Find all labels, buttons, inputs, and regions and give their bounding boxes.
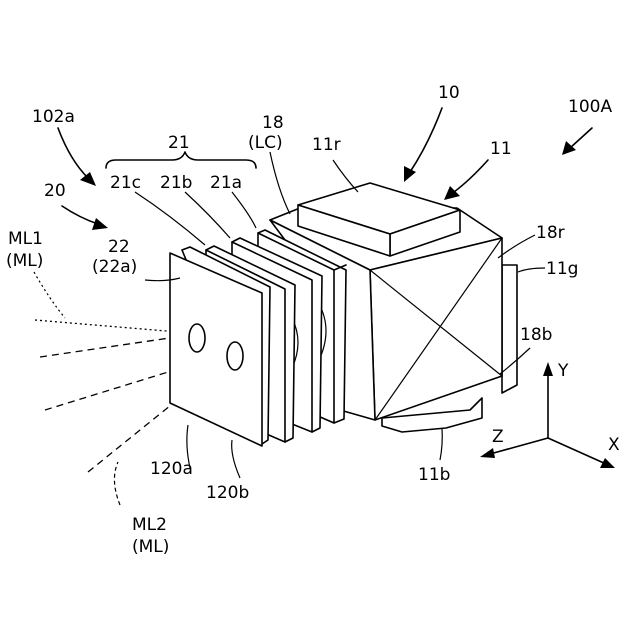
label-18: 18 — [262, 113, 284, 133]
arrowhead-102a — [80, 172, 96, 186]
ray-ml1-a — [35, 320, 190, 333]
label-18b: 18b — [520, 325, 552, 345]
brace-21 — [106, 152, 256, 168]
label-120a: 120a — [150, 459, 193, 479]
label-10: 10 — [438, 83, 460, 103]
arrow-10 — [410, 108, 442, 172]
arrow-100A — [570, 128, 592, 148]
label-100A: 100A — [568, 97, 612, 117]
coordinate-axes — [480, 362, 615, 468]
label-11g: 11g — [546, 259, 578, 279]
label-22a: (22a) — [92, 257, 137, 277]
leader-ml2 — [114, 462, 120, 505]
label-11r: 11r — [312, 135, 341, 155]
leader-120b — [232, 440, 240, 478]
arrowhead-10 — [404, 166, 416, 182]
leader-18r — [498, 235, 535, 258]
arrow-20 — [62, 206, 98, 224]
leader-11b — [440, 428, 442, 460]
arrowhead-100A — [562, 141, 576, 155]
lens-plates-21 — [170, 230, 346, 446]
label-11b: 11b — [418, 465, 450, 485]
label-ml1-paren: (ML) — [6, 251, 43, 271]
arrow-11 — [454, 160, 488, 192]
arrowhead-11 — [444, 186, 460, 200]
leader-11r — [333, 160, 358, 192]
label-axis-x: X — [608, 435, 620, 455]
label-22: 22 — [108, 237, 130, 257]
label-ml2-paren: (ML) — [132, 537, 169, 557]
leader-ml1 — [34, 272, 65, 318]
axis-z-head — [480, 448, 495, 458]
label-axis-y: Y — [557, 361, 569, 381]
label-102a: 102a — [32, 107, 75, 127]
panel-11g — [502, 265, 517, 393]
ray-ml1-b — [40, 335, 190, 357]
label-20: 20 — [44, 181, 66, 201]
leader-21a — [232, 192, 256, 228]
arrowhead-20 — [92, 218, 108, 230]
leader-11g — [518, 268, 545, 272]
label-120b: 120b — [206, 483, 249, 503]
label-21b: 21b — [160, 173, 192, 193]
label-21: 21 — [168, 133, 190, 153]
label-ml2: ML2 — [132, 515, 167, 535]
axis-x-line — [548, 438, 606, 464]
label-21c: 21c — [110, 173, 141, 193]
arrow-102a — [58, 128, 88, 178]
label-11: 11 — [490, 139, 512, 159]
label-18r: 18r — [536, 223, 565, 243]
leader-21b — [185, 192, 230, 238]
leader-18 — [270, 152, 290, 214]
leader-21c — [135, 192, 205, 245]
axis-y-head — [543, 362, 553, 376]
label-lc: (LC) — [248, 133, 283, 153]
label-21a: 21a — [210, 173, 242, 193]
label-axis-z: Z — [492, 427, 504, 447]
label-ml1: ML1 — [8, 229, 43, 249]
prism-front — [370, 238, 502, 420]
